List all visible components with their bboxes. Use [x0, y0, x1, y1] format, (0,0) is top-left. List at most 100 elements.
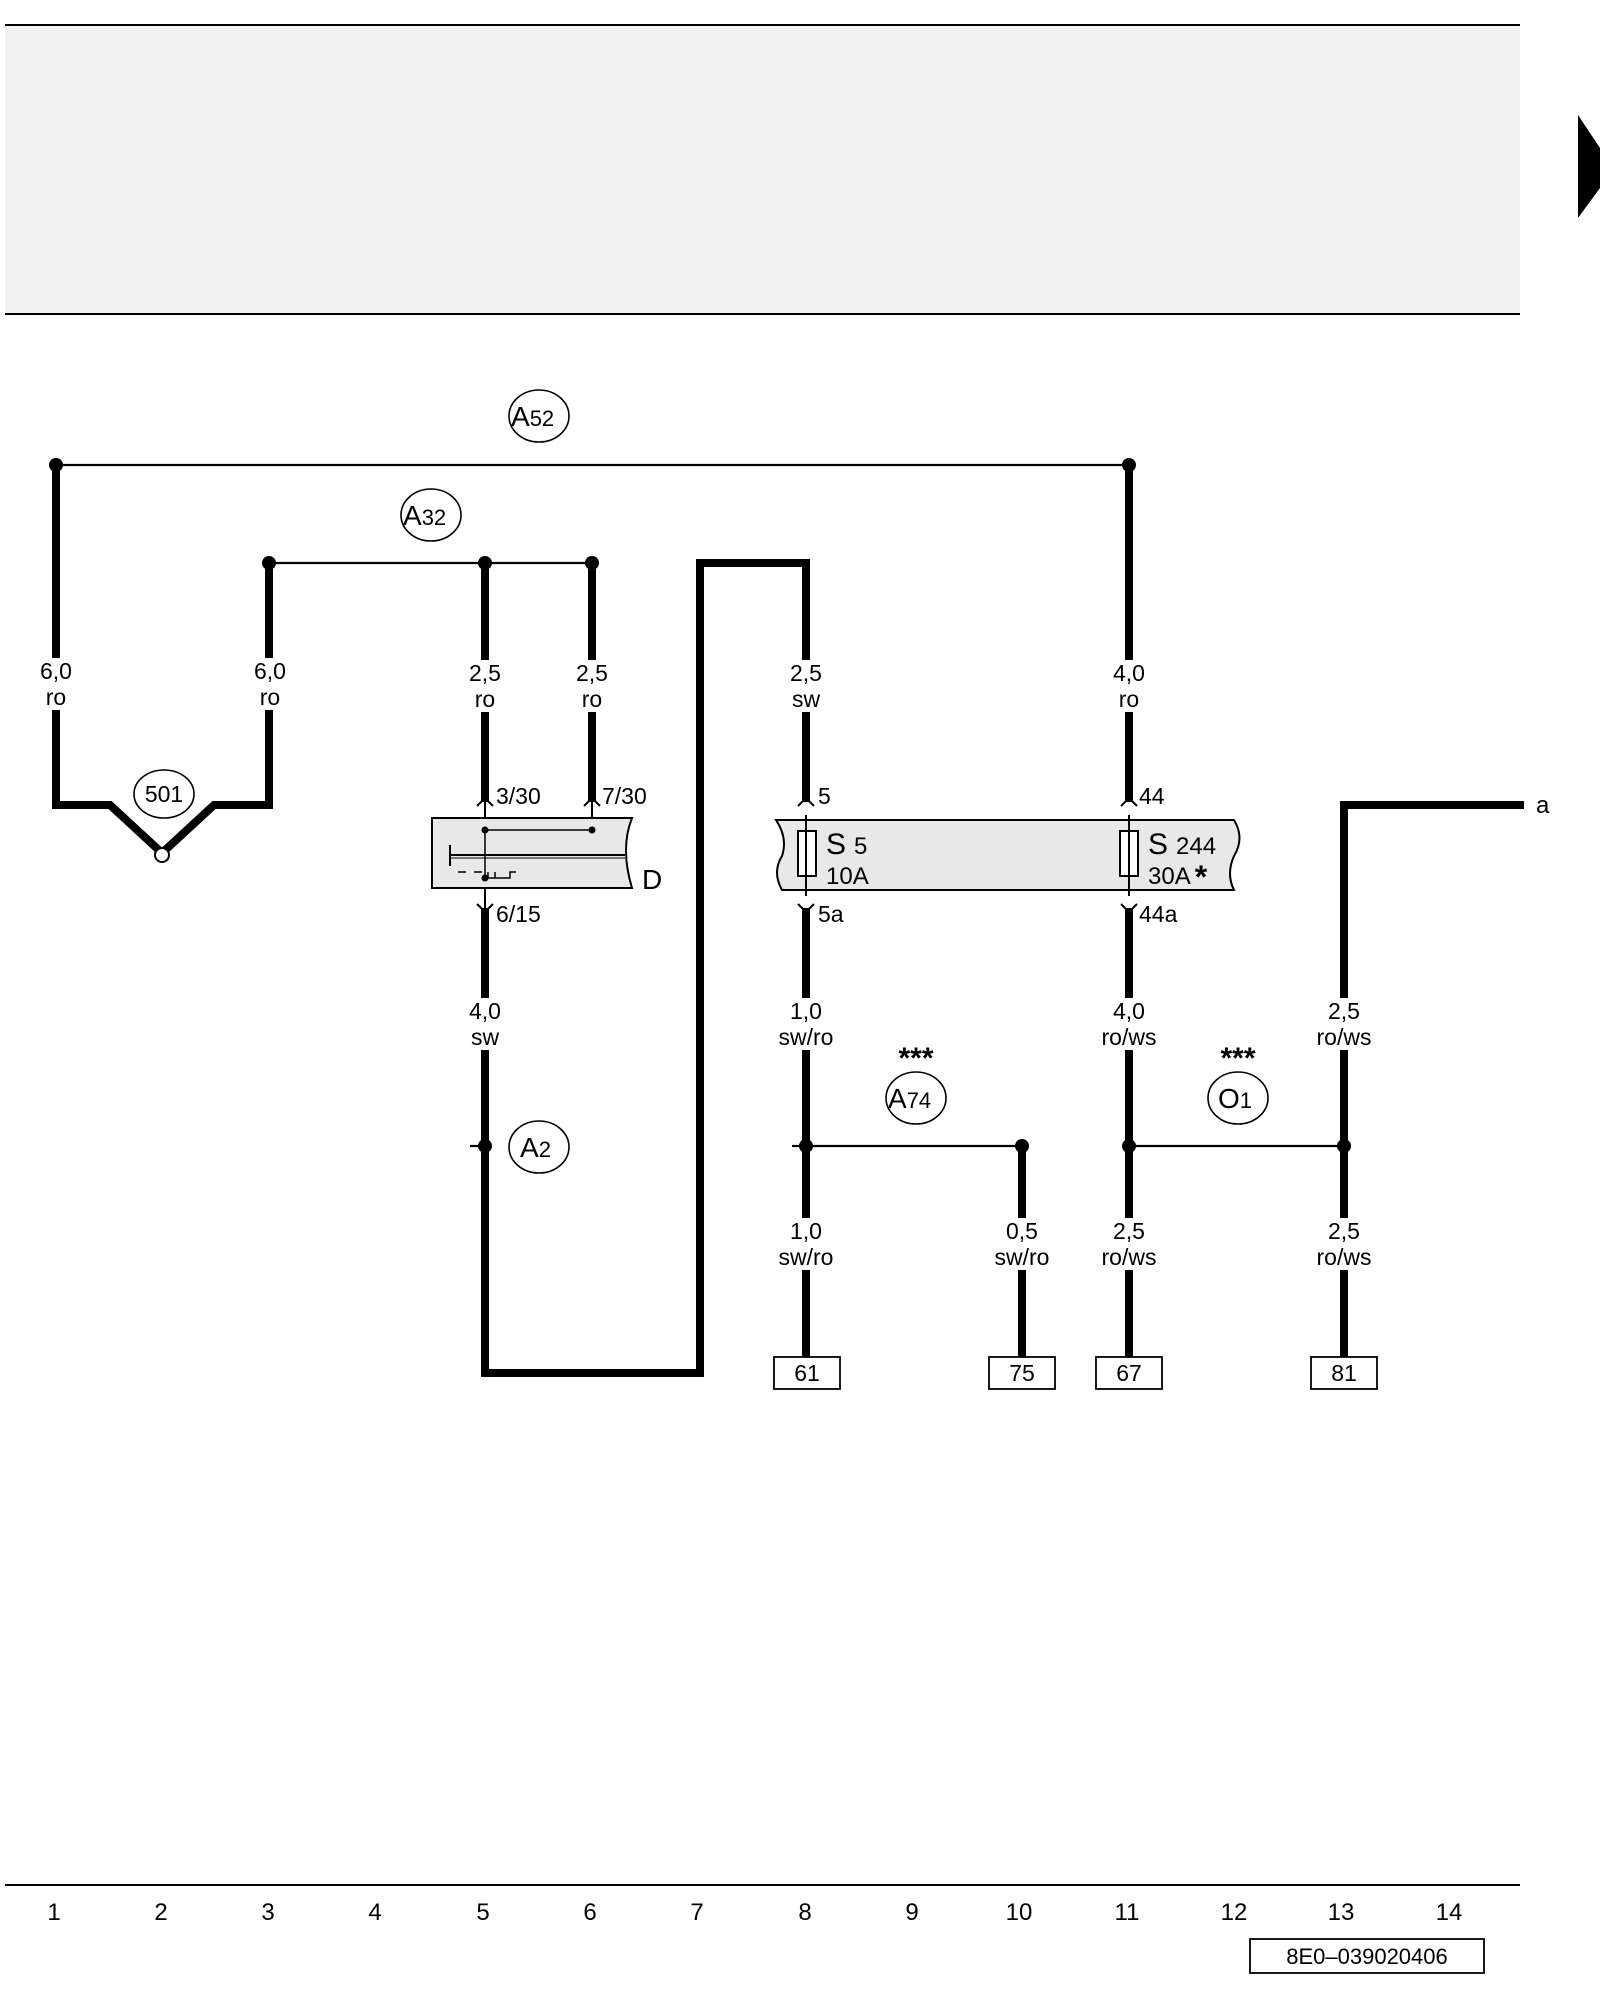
pin-3-30: 3/30 [496, 783, 541, 809]
terminal-box [773, 1356, 841, 1390]
wire-size: 0,5 [1006, 1218, 1038, 1244]
wire-size: 1,0 [790, 998, 822, 1024]
fuse-carrier [774, 815, 1241, 896]
track-number: 2 [154, 1899, 167, 1926]
track-number: 12 [1221, 1899, 1248, 1926]
wire-size: 4,0 [1113, 998, 1145, 1024]
header-band [5, 25, 1520, 314]
drawing-number-box [1249, 1938, 1485, 1974]
a74-footnote-stars: *** [898, 1042, 933, 1075]
terminal-box [1095, 1356, 1163, 1390]
wire-size: 2,5 [576, 660, 608, 686]
track-number: 7 [690, 1899, 703, 1926]
wire-color: ro/ws [1102, 1024, 1157, 1050]
connection-a52-label: A52 [511, 401, 554, 432]
drawing-number: 8E0–039020406 [1286, 1944, 1448, 1969]
wire-color: ro [260, 684, 280, 710]
wire-track13 [1340, 801, 1524, 1361]
wire-color: ro [46, 684, 66, 710]
wire-size: 6,0 [254, 658, 286, 684]
junction-dot [1015, 1139, 1029, 1153]
junction-dot [49, 458, 63, 472]
terminal-box [1310, 1356, 1378, 1390]
pin-7-30: 7/30 [602, 783, 647, 809]
connection-a74-label: A74 [888, 1083, 931, 1114]
connection-o1-circle [1207, 1071, 1269, 1125]
wire-color: ro [582, 686, 602, 712]
wire-size: 4,0 [469, 998, 501, 1024]
connection-a2-circle [508, 1120, 570, 1174]
pin-5: 5 [818, 783, 831, 809]
terminal-label: 61 [794, 1360, 820, 1386]
pin-44: 44 [1139, 783, 1165, 809]
wire-size: 6,0 [40, 658, 72, 684]
continuation-a-label: a [1536, 792, 1550, 819]
terminal-label: 75 [1009, 1360, 1035, 1386]
pin-44a: 44a [1139, 901, 1178, 927]
connection-a32-circle [400, 488, 462, 542]
connection-a2-label: A2 [520, 1132, 551, 1163]
wire-color: ro [1119, 686, 1139, 712]
fuse-s244-rating: 30A* [1148, 859, 1208, 895]
track-number: 9 [905, 1899, 918, 1926]
terminal-label: 67 [1116, 1360, 1142, 1386]
junction-dot [585, 556, 599, 570]
connector-pin-icon [797, 796, 815, 807]
wire-color: ro [475, 686, 495, 712]
wire-size: 2,5 [1328, 1218, 1360, 1244]
track-numbers: 1 2 3 4 5 6 7 8 9 10 11 12 13 14 [47, 1899, 1462, 1926]
wire-color: sw [792, 686, 821, 712]
next-page-arrow-icon[interactable] [1578, 115, 1600, 218]
track-number: 1 [47, 1899, 60, 1926]
wire-track5-7-loop [481, 559, 810, 1377]
junction-dot [799, 1139, 813, 1153]
terminal-box [988, 1356, 1056, 1390]
track-number: 3 [261, 1899, 274, 1926]
junction-dot [262, 556, 276, 570]
connector-pin-icon [1120, 796, 1138, 807]
fuse-s5-rating: 10A [826, 863, 869, 890]
track-number: 4 [368, 1899, 381, 1926]
o1-footnote-stars: *** [1220, 1042, 1255, 1075]
wire-color: ro/ws [1317, 1024, 1372, 1050]
ground-point-icon [154, 847, 170, 863]
ground-connection-label: 501 [145, 781, 183, 807]
track-number: 5 [476, 1899, 489, 1926]
track-number: 13 [1328, 1899, 1355, 1926]
connection-a32-label: A32 [403, 500, 446, 531]
connection-o1-label: O1 [1218, 1083, 1252, 1114]
wire-color: sw/ro [779, 1024, 834, 1050]
connection-a52-circle [508, 389, 570, 443]
connector-pin-icon [797, 903, 815, 914]
track-number: 10 [1006, 1899, 1033, 1926]
terminal-label: 81 [1331, 1360, 1357, 1386]
track-number: 8 [798, 1899, 811, 1926]
wire-size: 2,5 [790, 660, 822, 686]
wire-size: 1,0 [790, 1218, 822, 1244]
connection-a74-circle [885, 1071, 947, 1125]
wire-color: sw [471, 1024, 500, 1050]
track-number: 14 [1436, 1899, 1463, 1926]
junction-dot [1122, 1139, 1136, 1153]
wire-color: sw/ro [779, 1244, 834, 1270]
wire-size: 4,0 [1113, 660, 1145, 686]
junction-dot [1122, 458, 1136, 472]
wire-size: 2,5 [469, 660, 501, 686]
track-number: 6 [583, 1899, 596, 1926]
wire-size: 2,5 [1113, 1218, 1145, 1244]
connector-pin-icon [1120, 903, 1138, 914]
junction-dot [478, 556, 492, 570]
junction-dot [1337, 1139, 1351, 1153]
wire-size: 2,5 [1328, 998, 1360, 1024]
pin-6-15: 6/15 [496, 901, 541, 927]
ignition-switch-d [431, 817, 634, 889]
switch-d-label: D [642, 864, 662, 895]
wire-color: ro/ws [1102, 1244, 1157, 1270]
pin-5a: 5a [818, 901, 844, 927]
wire-color: ro/ws [1317, 1244, 1372, 1270]
ground-connection-circle [133, 769, 195, 819]
junction-dot [478, 1139, 492, 1153]
